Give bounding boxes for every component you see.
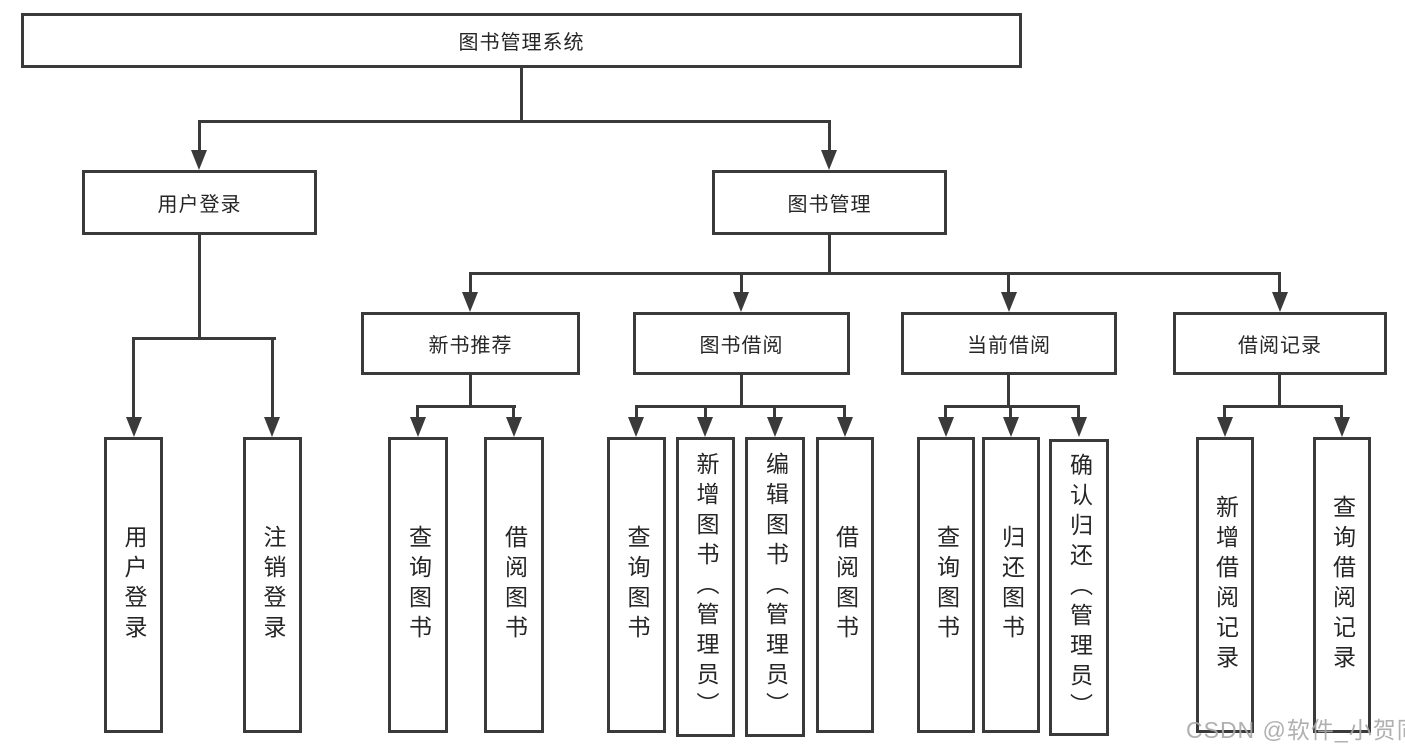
leaf-current-confirm-return-admin: 确认归还（管理员） (1049, 439, 1109, 736)
connector-line (469, 375, 472, 405)
leaf-recommend-borrow-books: 借阅图书 (484, 437, 544, 733)
leaf-record-query-label: 查询借阅记录 (1329, 495, 1356, 675)
node-book-management-label: 图书管理 (787, 194, 872, 216)
leaf-user-login: 用户登录 (104, 437, 163, 733)
node-user-login: 用户登录 (82, 170, 317, 235)
leaf-borrow-query-books: 查询图书 (607, 437, 666, 733)
node-borrow-record: 借阅记录 (1173, 312, 1387, 375)
connector-line (198, 235, 201, 337)
connector-line (469, 272, 1281, 275)
arrowhead-down-icon (1003, 417, 1019, 437)
connector-line (520, 68, 523, 120)
connector-line (132, 337, 135, 417)
node-root: 图书管理系统 (21, 13, 1022, 68)
leaf-borrow-add-books-admin: 新增图书（管理员） (676, 437, 735, 737)
leaf-logout: 注销登录 (243, 437, 302, 733)
leaf-recommend-borrow-books-label: 借阅图书 (501, 525, 528, 645)
connector-line (773, 405, 776, 419)
leaf-borrow-query-books-label: 查询图书 (624, 525, 650, 645)
connector-line (271, 337, 274, 417)
leaf-user-login-label: 用户登录 (121, 525, 147, 645)
node-new-book-recommend: 新书推荐 (361, 312, 580, 375)
connector-line (828, 235, 831, 272)
arrowhead-down-icon (938, 417, 954, 437)
connector-line (132, 337, 276, 340)
connector-line (740, 375, 743, 405)
leaf-recommend-query-books: 查询图书 (388, 437, 448, 733)
leaf-recommend-query-books-label: 查询图书 (405, 525, 432, 645)
leaf-current-query-books-label: 查询图书 (933, 525, 960, 645)
connector-line (416, 405, 419, 419)
connector-line (944, 405, 947, 419)
connector-line (944, 405, 1080, 408)
connector-line (198, 120, 831, 123)
node-current-borrow-label: 当前借阅 (967, 335, 1051, 357)
node-user-login-label: 用户登录 (157, 194, 242, 216)
connector-line (512, 405, 515, 419)
leaf-record-add: 新增借阅记录 (1196, 437, 1254, 733)
arrowhead-down-icon (837, 417, 853, 437)
arrowhead-down-icon (1071, 417, 1087, 437)
connector-line (469, 272, 472, 294)
arrowhead-down-icon (264, 417, 280, 437)
connector-line (828, 120, 831, 153)
connector-line (1223, 405, 1226, 419)
connector-line (704, 405, 707, 419)
arrowhead-down-icon (126, 417, 142, 437)
node-new-book-recommend-label: 新书推荐 (428, 335, 513, 357)
node-borrow-record-label: 借阅记录 (1238, 335, 1322, 357)
connector-line (1007, 272, 1010, 294)
arrowhead-down-icon (628, 417, 644, 437)
arrowhead-down-icon (462, 292, 478, 312)
connector-line (1278, 375, 1281, 405)
node-book-management: 图书管理 (712, 170, 947, 235)
leaf-logout-label: 注销登录 (260, 525, 286, 645)
leaf-borrow-add-books-admin-label: 新增图书（管理员） (693, 452, 719, 722)
leaf-current-return-books: 归还图书 (982, 437, 1040, 733)
leaf-record-add-label: 新增借阅记录 (1212, 495, 1239, 675)
leaf-borrow-borrow-books: 借阅图书 (816, 437, 874, 733)
connector-line (198, 120, 201, 153)
leaf-record-query: 查询借阅记录 (1313, 437, 1371, 733)
arrowhead-down-icon (733, 292, 749, 312)
connector-line (1340, 405, 1343, 419)
connector-line (740, 272, 743, 294)
node-book-borrow: 图书借阅 (633, 312, 850, 375)
arrowhead-down-icon (506, 417, 522, 437)
arrowhead-down-icon (1334, 417, 1350, 437)
leaf-borrow-edit-books-admin-label: 编辑图书（管理员） (762, 452, 789, 722)
leaf-current-query-books: 查询图书 (917, 437, 975, 733)
connector-line (1007, 375, 1010, 405)
arrowhead-down-icon (821, 150, 837, 170)
arrowhead-down-icon (1217, 417, 1233, 437)
connector-line (843, 405, 846, 419)
arrowhead-down-icon (697, 417, 713, 437)
connector-line (416, 405, 516, 408)
csdn-watermark: CSDN @软件_小贺同学 (1186, 717, 1405, 743)
leaf-borrow-edit-books-admin: 编辑图书（管理员） (745, 437, 805, 737)
arrowhead-down-icon (410, 417, 426, 437)
arrowhead-down-icon (1272, 292, 1288, 312)
connector-line (635, 405, 638, 419)
leaf-current-return-books-label: 归还图书 (998, 525, 1025, 645)
connector-line (1278, 272, 1281, 294)
connector-line (1009, 405, 1012, 419)
connector-line (1223, 405, 1343, 408)
node-book-borrow-label: 图书借阅 (699, 335, 784, 357)
arrowhead-down-icon (191, 150, 207, 170)
leaf-current-confirm-return-admin-label: 确认归还（管理员） (1066, 452, 1093, 723)
node-root-label: 图书管理系统 (458, 32, 585, 54)
node-current-borrow: 当前借阅 (901, 312, 1117, 375)
connector-line (1077, 405, 1080, 419)
arrowhead-down-icon (1001, 292, 1017, 312)
leaf-borrow-borrow-books-label: 借阅图书 (832, 525, 859, 645)
arrowhead-down-icon (767, 417, 783, 437)
connector-line (635, 405, 846, 408)
